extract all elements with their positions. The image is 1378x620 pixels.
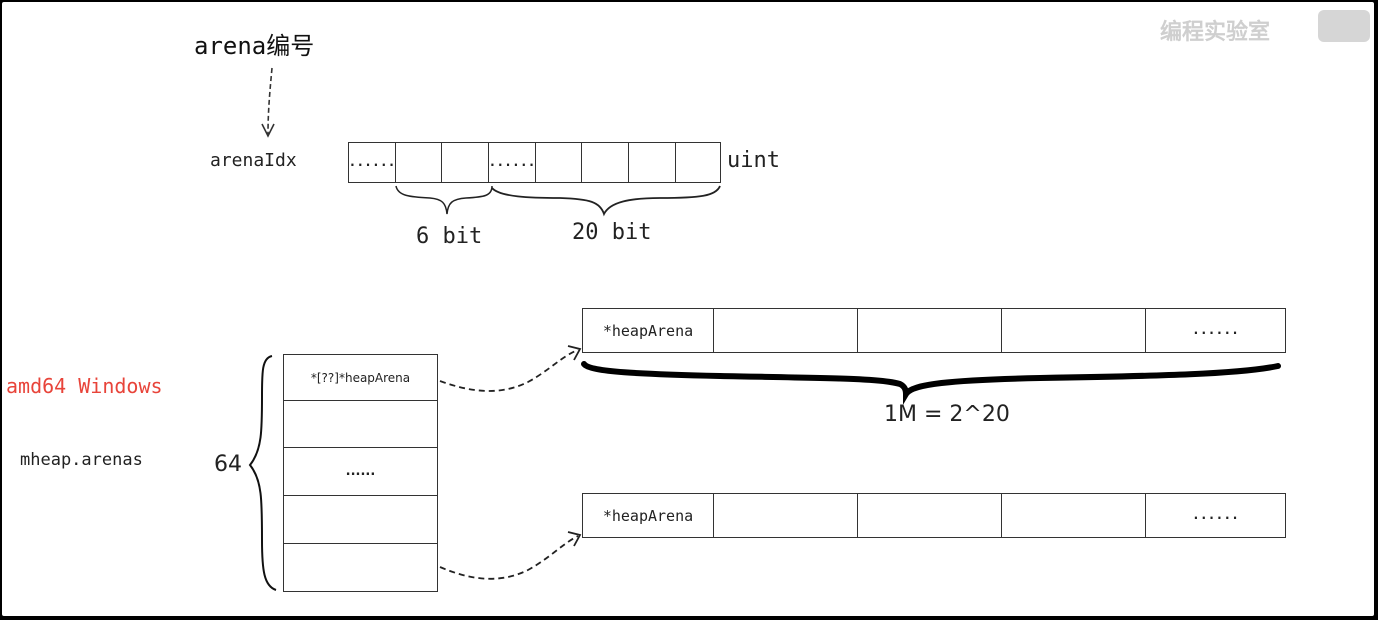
array-cell — [283, 495, 438, 544]
count-label: 64 — [214, 452, 242, 477]
bit-cell — [581, 142, 629, 183]
brace-6bit-label: 6 bit — [416, 224, 483, 249]
watermark-logo-icon — [1318, 10, 1370, 42]
dashed-arrow-2-head — [567, 531, 582, 547]
heap-cell — [713, 308, 858, 353]
heap-cell — [1001, 493, 1146, 538]
dashed-arrow-2 — [439, 535, 579, 580]
uint-label: uint — [727, 148, 780, 173]
heap-cell — [713, 493, 858, 538]
brace-1M — [581, 361, 1281, 405]
arenas-label: mheap.arenas — [20, 450, 143, 470]
array-cell — [283, 400, 438, 448]
title-arrow-head — [261, 123, 275, 138]
size-label: 1M = 2^20 — [884, 402, 1010, 427]
heap-cell — [1001, 308, 1146, 353]
heap-cell: *heapArena — [582, 493, 714, 538]
bit-cell — [675, 142, 721, 183]
arena-title: arena编号 — [194, 32, 315, 60]
bit-cell: ...... — [488, 142, 536, 183]
dashed-arrow-1 — [439, 349, 579, 392]
bit-cell — [441, 142, 489, 183]
bit-cell — [395, 142, 442, 183]
brace-6bit — [395, 185, 493, 215]
brace-64 — [248, 355, 277, 591]
array-cell: *[??]*heapArena — [283, 354, 438, 401]
heap-cell: ...... — [1145, 308, 1286, 353]
arena-idx-label: arenaIdx — [210, 150, 297, 171]
heap-cell: ...... — [1145, 493, 1286, 538]
bit-cell — [535, 142, 582, 183]
bit-cell: ...... — [348, 142, 396, 183]
title-down-arrow — [267, 67, 273, 135]
heap-cell — [857, 493, 1002, 538]
dashed-arrow-1-head — [567, 345, 582, 361]
array-cell — [283, 543, 438, 592]
platform-label: amd64 Windows — [6, 374, 163, 398]
heap-cell — [857, 308, 1002, 353]
heap-cell: *heapArena — [582, 308, 714, 353]
array-cell: ...... — [283, 447, 438, 496]
watermark: 编程实验室 — [1160, 20, 1271, 45]
brace-20bit-label: 20 bit — [572, 220, 652, 245]
bit-cell — [628, 142, 676, 183]
brace-20bit — [491, 185, 721, 217]
